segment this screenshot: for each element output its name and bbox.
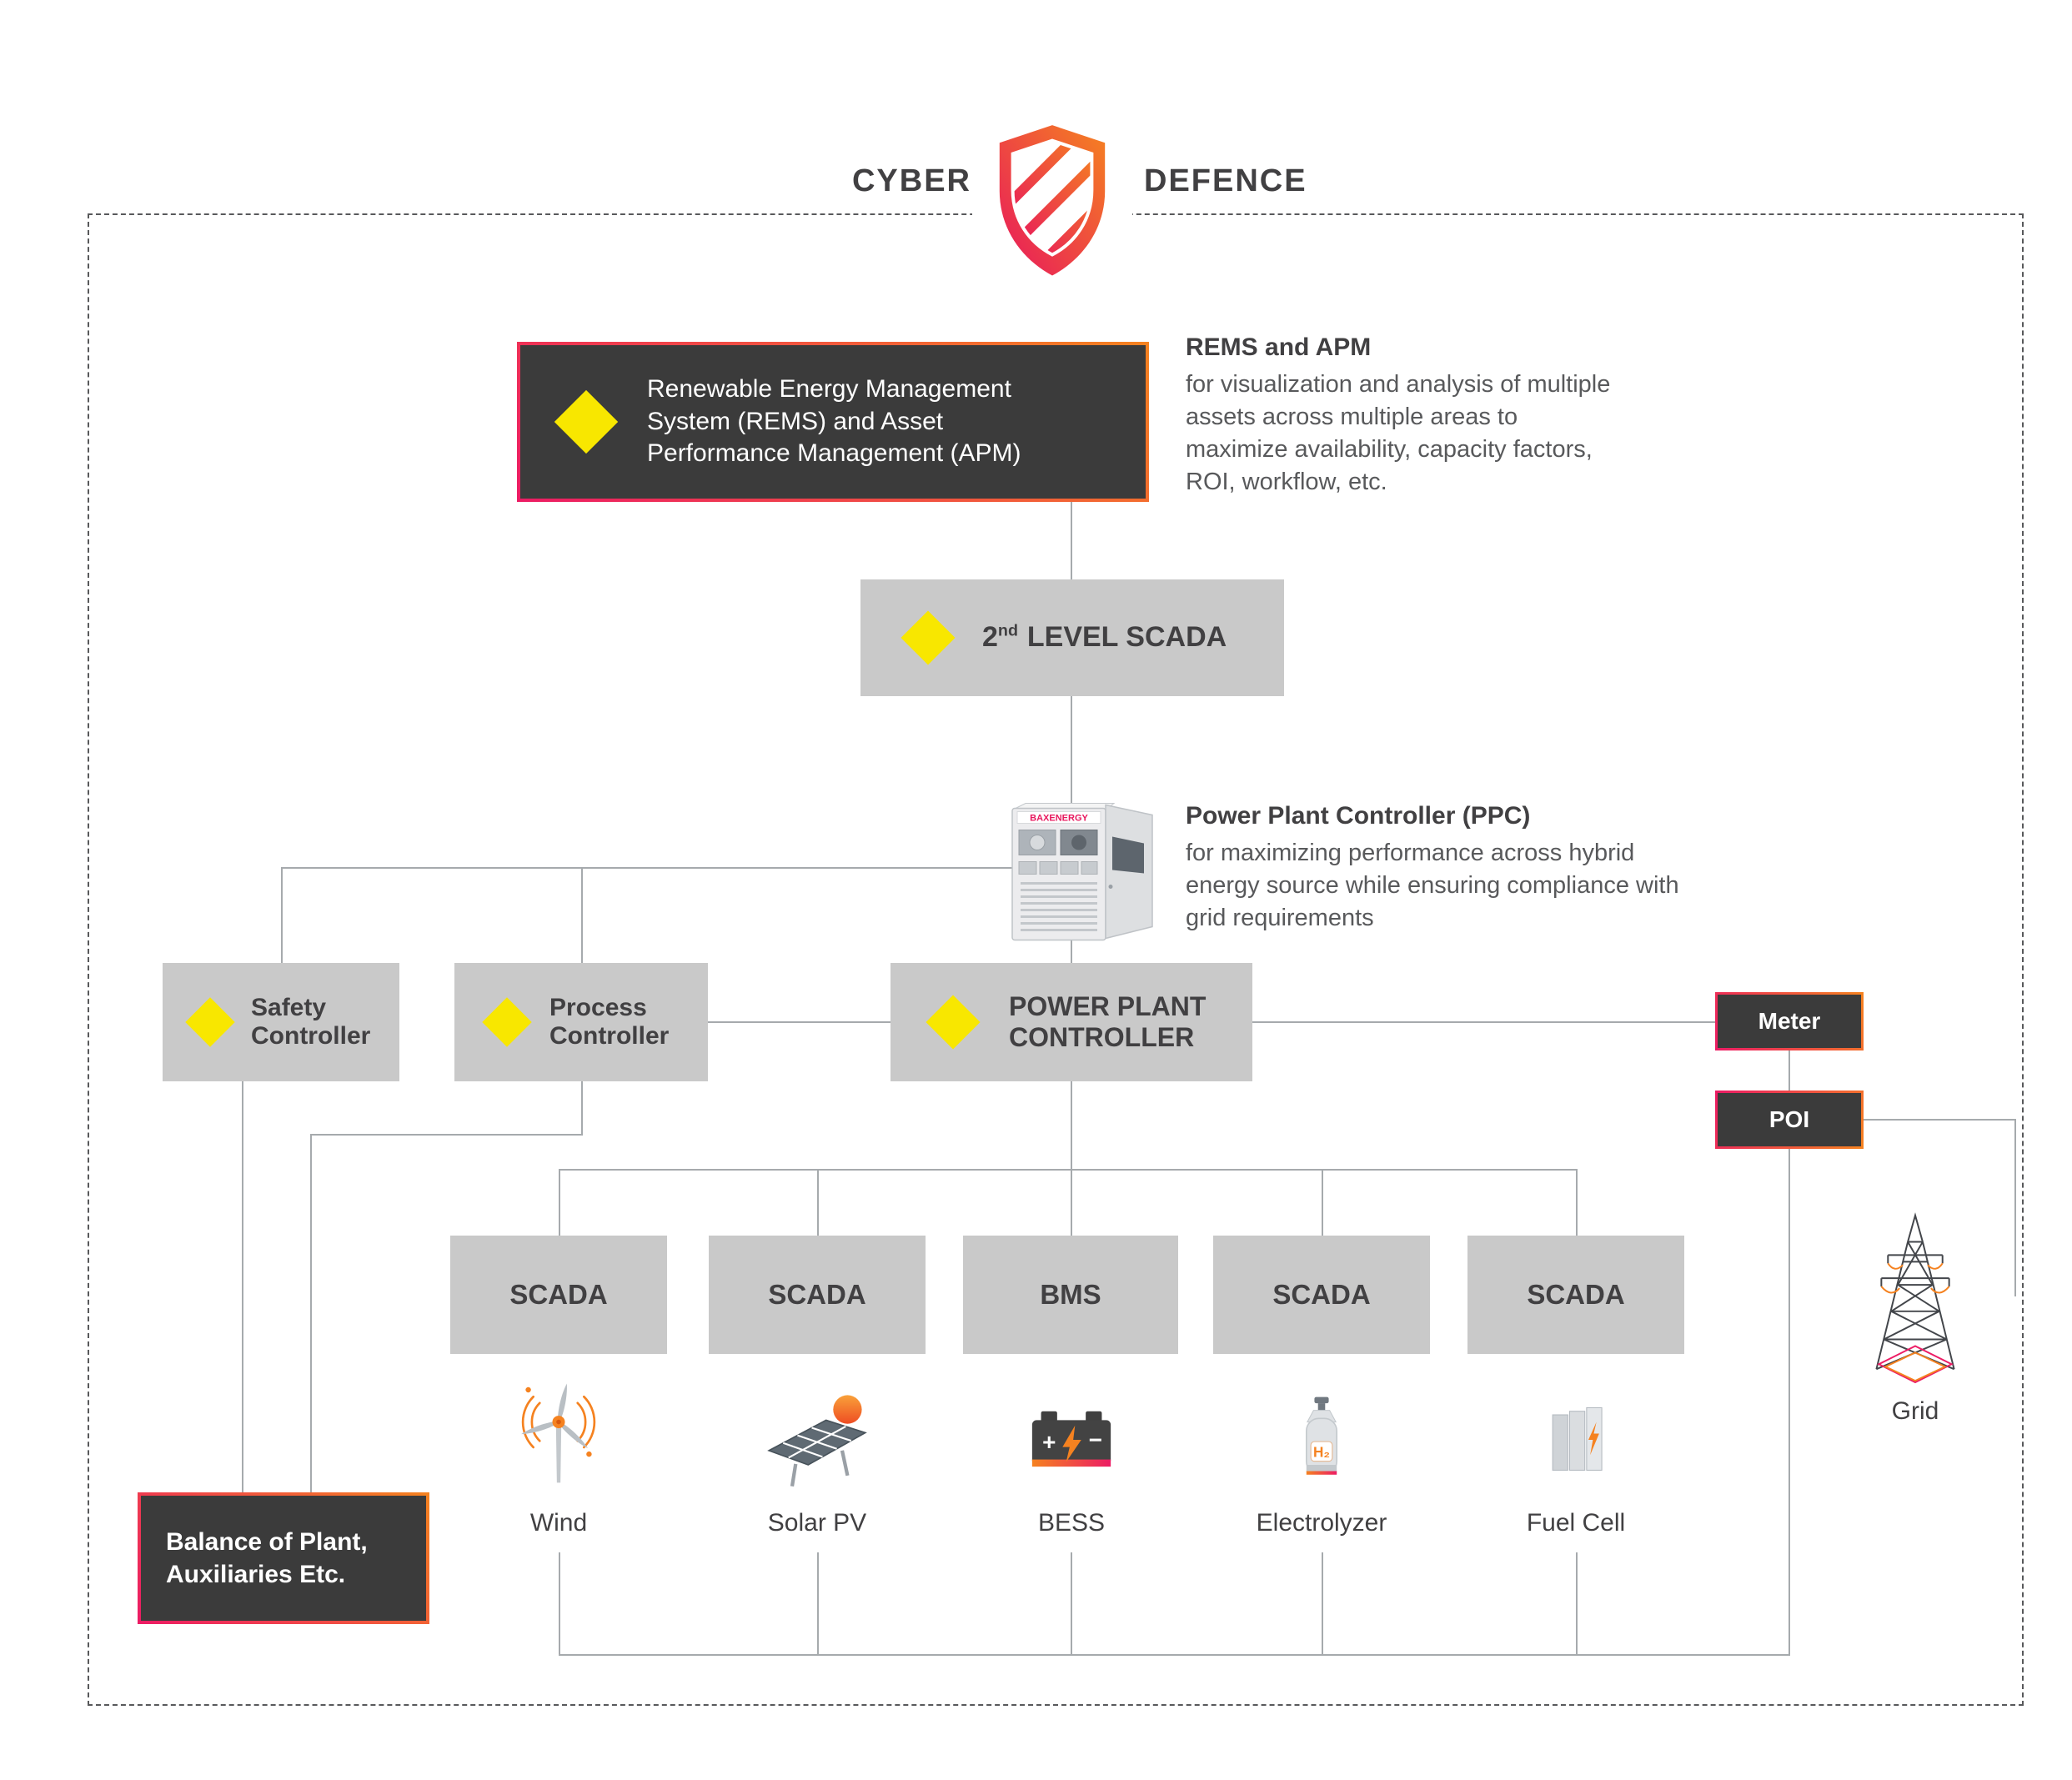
connector-line: [581, 1081, 583, 1136]
connector-line: [1252, 1021, 1715, 1023]
asset-label-electrolyzer: Electrolyzer: [1256, 1509, 1387, 1537]
diamond-icon: [554, 389, 619, 454]
asset-label-wind: Wind: [529, 1509, 588, 1537]
second-level-scada-label: 2nd LEVEL SCADA: [982, 621, 1227, 654]
connector-line: [1789, 1149, 1790, 1656]
fuel-cell-icon: [1552, 1406, 1603, 1471]
connector-line: [1789, 1050, 1790, 1091]
diamond-icon: [185, 997, 235, 1047]
bess-icon: + −: [1031, 1411, 1111, 1467]
process-controller-label: Process Controller: [549, 993, 670, 1050]
connector-line: [817, 1552, 819, 1654]
bms-box: BMS: [963, 1236, 1178, 1354]
connector-line: [559, 1169, 1577, 1171]
shield-icon: [999, 125, 1106, 276]
ppc-note-title: Power Plant Controller (PPC): [1186, 802, 1531, 830]
rems-note-body: for visualization and analysis of multip…: [1186, 371, 1611, 495]
diamond-icon: [482, 997, 532, 1047]
connector-line: [559, 1552, 560, 1654]
connector-line: [1576, 1169, 1578, 1236]
connector-line: [708, 1021, 891, 1023]
scada2-num: 2: [982, 621, 998, 654]
connector-line: [559, 1169, 560, 1236]
wind-icon: [521, 1383, 596, 1483]
connector-line: [1322, 1169, 1323, 1236]
scada-box-electrolyzer: SCADA: [1213, 1236, 1430, 1354]
svg-text:+: +: [1042, 1429, 1056, 1455]
diamond-icon: [926, 995, 981, 1050]
defence-label: DEFENCE: [1144, 163, 1307, 198]
scada2-rest: LEVEL SCADA: [1026, 621, 1227, 654]
ppc-note: Power Plant Controller (PPC) for maximiz…: [1186, 802, 1719, 935]
process-controller-box: Process Controller: [454, 963, 708, 1081]
connector-line: [281, 867, 283, 963]
solar-pv-icon: [767, 1395, 867, 1487]
grid-tower-icon: [1875, 1212, 1955, 1384]
poi-box: POI: [1715, 1091, 1864, 1149]
svg-text:−: −: [1089, 1427, 1102, 1453]
meter-box: Meter: [1715, 992, 1864, 1050]
power-plant-controller-box: POWER PLANT CONTROLLER: [891, 963, 1252, 1081]
svg-text:H₂: H₂: [1313, 1443, 1330, 1460]
connector-line: [1071, 1081, 1072, 1169]
connector-line: [310, 1134, 312, 1492]
connector-line: [310, 1134, 583, 1136]
asset-label-bess: BESS: [1037, 1509, 1106, 1537]
asset-label-solar: Solar PV: [767, 1509, 867, 1537]
connector-line: [1576, 1552, 1578, 1654]
poi-label: POI: [1768, 1106, 1810, 1132]
ppc-brand-label: BAXENERGY: [1030, 814, 1088, 824]
asset-label-fuelcell: Fuel Cell: [1526, 1509, 1626, 1537]
scada-box-solar: SCADA: [709, 1236, 926, 1354]
scada2-sup: nd: [997, 622, 1018, 641]
cyber-label: CYBER: [851, 163, 971, 198]
ppc-note-body: for maximizing performance across hybrid…: [1186, 840, 1679, 931]
balance-of-plant-box: Balance of Plant, Auxiliaries Etc.: [138, 1492, 429, 1624]
rems-note: REMS and APM for visualization and analy…: [1186, 333, 1636, 498]
balance-of-plant-label: Balance of Plant, Auxiliaries Etc.: [166, 1528, 368, 1588]
second-level-scada-box: 2nd LEVEL SCADA: [860, 579, 1284, 696]
connector-line: [559, 1654, 1790, 1656]
electrolyzer-icon: H₂: [1305, 1396, 1338, 1475]
safety-controller-box: Safety Controller: [163, 963, 399, 1081]
connector-line: [581, 867, 583, 963]
connector-line: [817, 1169, 819, 1236]
grid-label: Grid: [1891, 1397, 1939, 1425]
scada-box-fuelcell: SCADA: [1467, 1236, 1684, 1354]
connector-line: [281, 867, 1071, 869]
connector-line: [1071, 1169, 1072, 1236]
rems-note-title: REMS and APM: [1186, 333, 1372, 361]
scada-box-wind: SCADA: [450, 1236, 667, 1354]
meter-label: Meter: [1758, 1008, 1821, 1034]
connector-line: [1071, 502, 1072, 579]
connector-line: [2014, 1119, 2016, 1296]
diamond-icon: [901, 610, 956, 665]
connector-line: [1071, 1552, 1072, 1654]
ppc-cabinet-icon: BAXENERGY: [1011, 803, 1153, 941]
connector-line: [242, 1081, 243, 1492]
rems-apm-box-label: Renewable Energy Management System (REMS…: [647, 375, 1021, 468]
connector-line: [1864, 1119, 2016, 1121]
connector-line: [1322, 1552, 1323, 1654]
safety-controller-label: Safety Controller: [251, 993, 371, 1050]
rems-apm-box: Renewable Energy Management System (REMS…: [517, 342, 1149, 502]
power-plant-controller-label: POWER PLANT CONTROLLER: [1009, 991, 1207, 1052]
